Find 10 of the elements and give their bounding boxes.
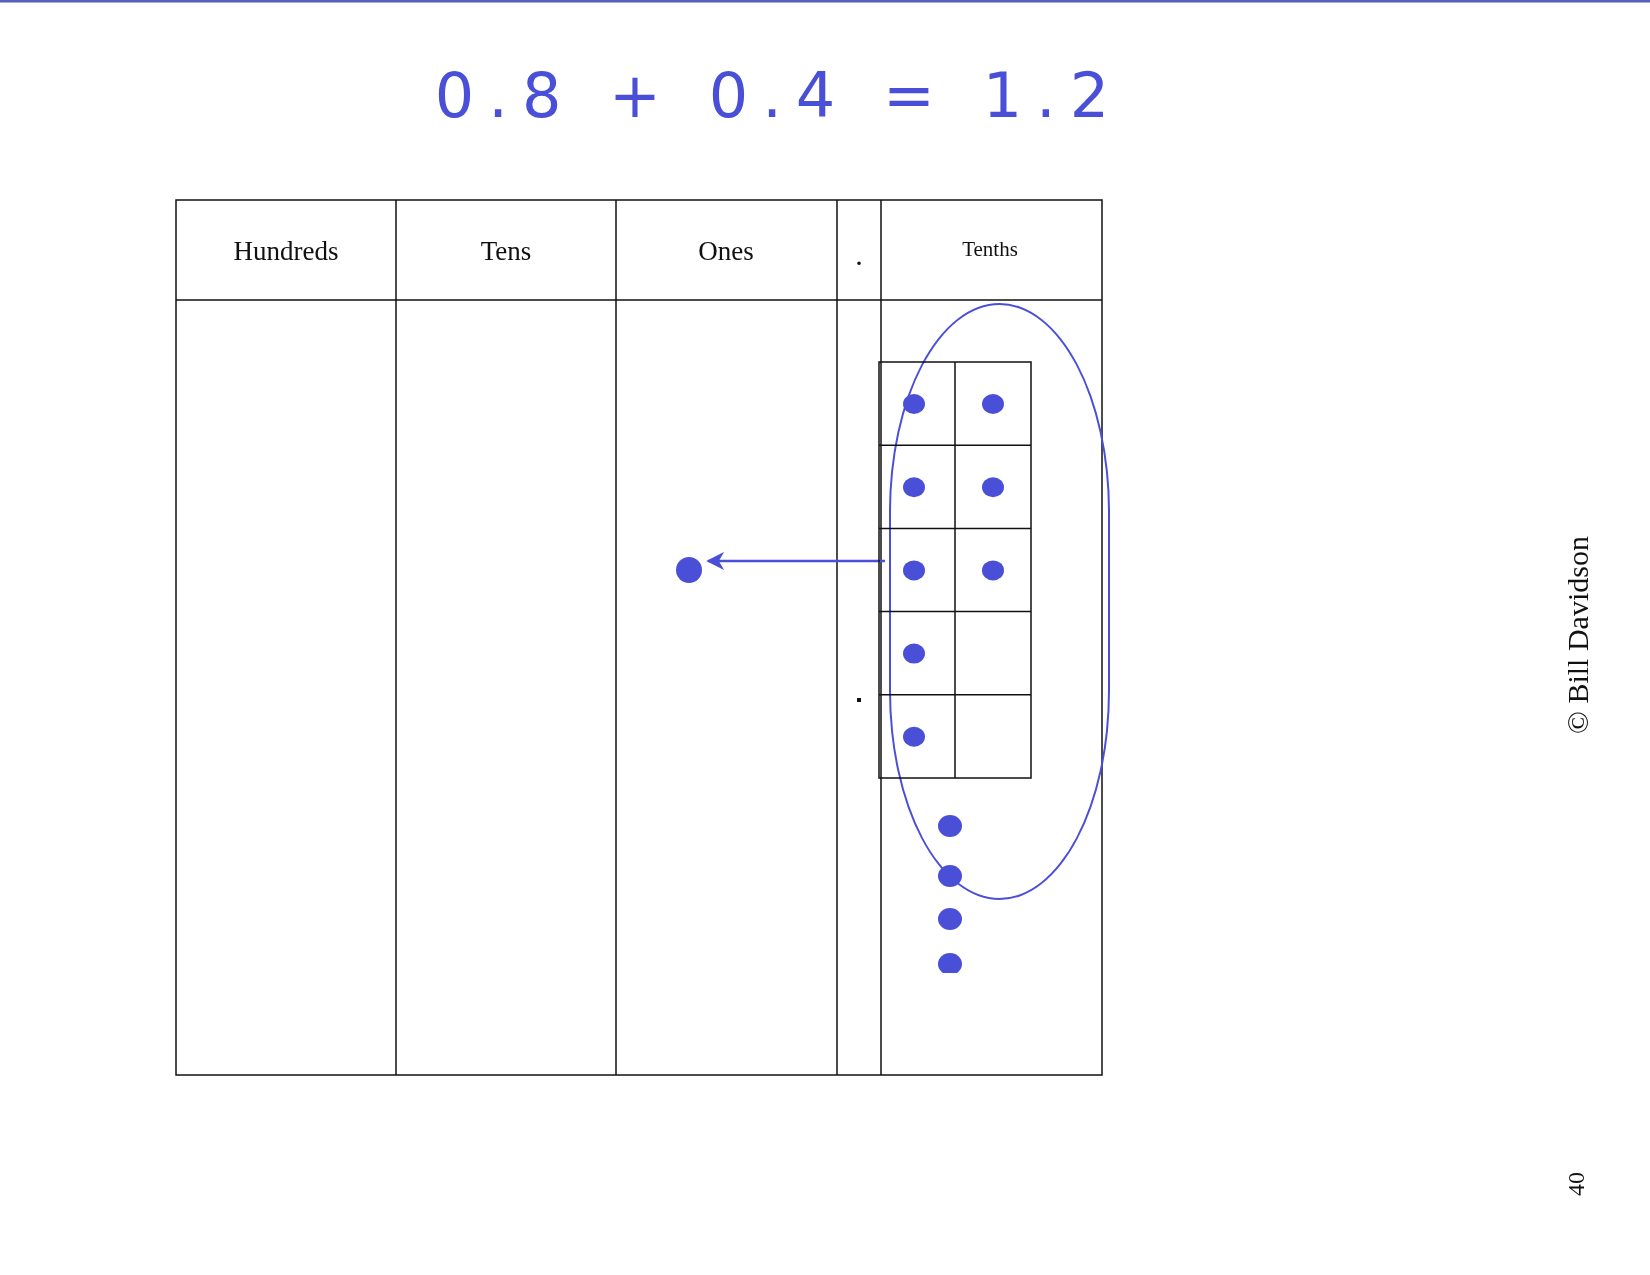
column-header: Ones	[698, 235, 754, 267]
arrow	[706, 552, 885, 570]
column-header: Tens	[480, 235, 532, 267]
column-header: Hundreds	[233, 235, 339, 267]
decimal-point: .	[856, 245, 862, 271]
column-header: Tenths	[962, 236, 1018, 262]
handwritten-equation: 0.8 + 0.4 = 1.2	[434, 58, 1124, 132]
counter-dot	[676, 557, 702, 583]
page-number: 40	[1562, 1172, 1590, 1196]
copyright-notice: © Bill Davidson	[1561, 536, 1595, 734]
